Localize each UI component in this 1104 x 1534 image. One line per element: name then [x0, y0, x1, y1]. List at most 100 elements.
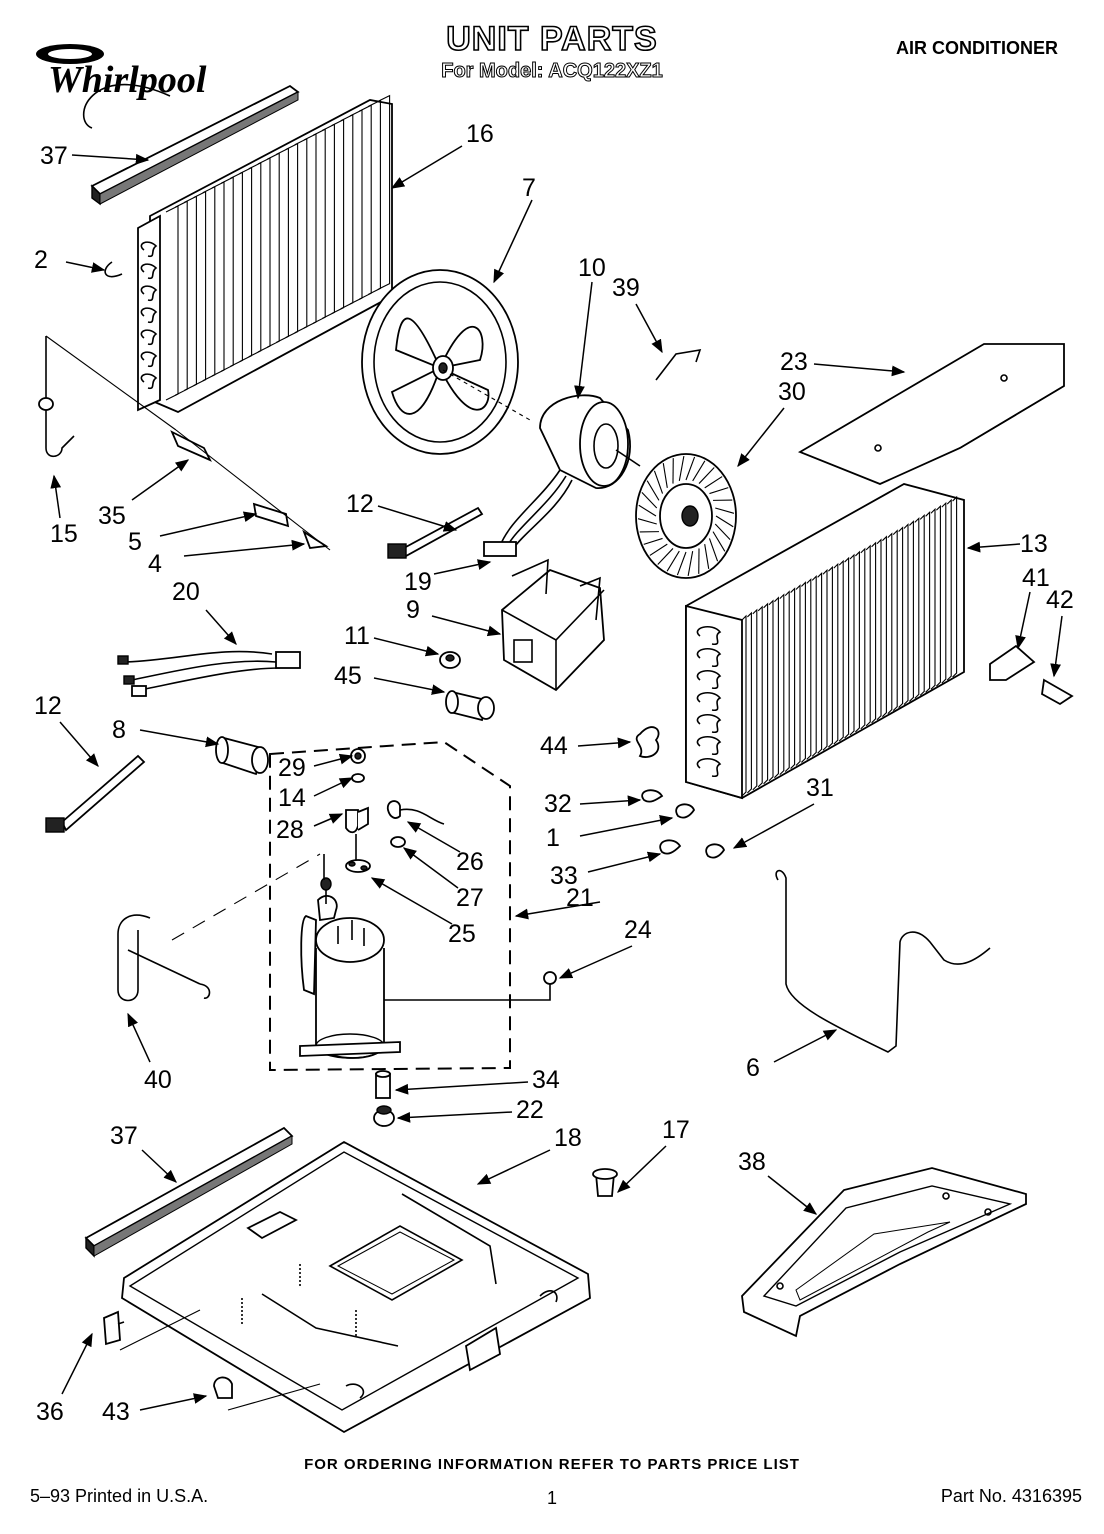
leader-45: [373, 677, 446, 695]
leader-lines: [50, 145, 1063, 1411]
part-15-tube: [38, 335, 177, 458]
callout-5: 5: [128, 528, 142, 556]
leader-30: [737, 407, 785, 468]
part-8-capacitor: [215, 736, 269, 776]
callout-11: 11: [344, 622, 370, 650]
leader-21: [514, 901, 601, 920]
leader-33: [587, 851, 662, 873]
leader-5: [159, 511, 258, 537]
callout-15: 15: [50, 520, 78, 548]
leader-36: [61, 1332, 93, 1395]
part-7-fan: [361, 269, 519, 455]
part-33-clip: [659, 839, 682, 855]
callout-17: 17: [662, 1116, 690, 1144]
callout-31: 31: [806, 774, 834, 802]
part-38-drain-tray: [741, 1167, 1027, 1338]
leader-42: [1050, 615, 1063, 678]
compressor: [299, 854, 557, 1059]
callout-21: 21: [566, 884, 594, 912]
leader-9: [431, 615, 502, 637]
part-11-grommet: [439, 651, 461, 669]
part-30-blower-wheel: [635, 453, 737, 579]
leader-35: [131, 459, 190, 501]
leader-7: [493, 199, 533, 284]
callout-27: 27: [456, 884, 484, 912]
leader-1: [579, 815, 674, 837]
part-10-motor: [483, 394, 641, 557]
callout-13: 13: [1020, 530, 1048, 558]
brand-wordmark: Whirlpool: [48, 59, 207, 101]
part-1-clip: [675, 803, 696, 819]
callout-35: 35: [98, 502, 126, 530]
callout-10: 10: [578, 254, 606, 282]
leader-18: [476, 1149, 551, 1185]
callout-37: 37: [110, 1122, 138, 1150]
leader-37: [141, 1149, 177, 1183]
leader-25: [370, 877, 453, 925]
part-20-harness: [117, 650, 301, 697]
callout-8: 8: [112, 716, 126, 744]
whirlpool-logo: Whirlpool: [36, 44, 207, 129]
part-42-clip: [1041, 678, 1074, 706]
leader-10: [574, 281, 593, 400]
callout-34: 34: [532, 1066, 560, 1094]
callout-12: 12: [34, 692, 62, 720]
part-36-clip: [103, 1309, 201, 1351]
leader-27: [402, 847, 459, 889]
callout-24: 24: [624, 916, 652, 944]
part-23-cover: [797, 343, 1065, 485]
leader-2: [65, 261, 106, 273]
page-title: UNIT PARTS: [445, 19, 658, 59]
leader-44: [577, 737, 632, 749]
leader-34: [394, 1081, 529, 1095]
leader-22: [396, 1111, 513, 1123]
leader-32: [579, 795, 642, 807]
callout-9: 9: [406, 596, 420, 624]
callout-32: 32: [544, 790, 572, 818]
category-label: AIR CONDITIONER: [896, 38, 1058, 58]
leader-41: [1015, 591, 1031, 650]
callout-14: 14: [278, 784, 306, 812]
callout-12: 12: [346, 490, 374, 518]
part-17-grommet: [592, 1168, 618, 1197]
part-6-capillary: [775, 869, 991, 1053]
part-35-fitting: [170, 430, 212, 462]
part-18-base-pan: [121, 1140, 591, 1434]
part-34-sleeve: [375, 1070, 391, 1099]
part-4-fitting: [175, 429, 331, 551]
callout-20: 20: [172, 578, 200, 606]
leader-15: [50, 474, 62, 519]
part-2-clip: [104, 261, 123, 278]
leader-24: [558, 945, 633, 979]
callout-labels: 3716271039233015355412191341422091145128…: [34, 120, 1074, 1426]
part-41-bracket: [989, 644, 1036, 681]
leader-43: [139, 1393, 208, 1411]
leader-40: [127, 1012, 151, 1063]
part-37-rail-top: [90, 84, 300, 206]
part-number: Part No. 4316395: [940, 1486, 1082, 1506]
callout-42: 42: [1046, 586, 1074, 614]
part-13-evaporator: [685, 483, 965, 800]
ordering-note: FOR ORDERING INFORMATION REFER TO PARTS …: [304, 1456, 800, 1473]
callout-28: 28: [276, 816, 304, 844]
part-9-mount: [501, 558, 605, 692]
callout-33: 33: [550, 862, 578, 890]
part-22-grommet: [373, 1105, 395, 1127]
leader-39: [635, 303, 663, 354]
leader-6: [773, 1029, 838, 1063]
callout-2: 2: [34, 246, 48, 274]
callout-4: 4: [148, 550, 162, 578]
callout-29: 29: [278, 754, 306, 782]
printed-note: 5–93 Printed in U.S.A.: [30, 1486, 209, 1506]
leader-37: [71, 153, 150, 165]
part-12-tie-a: [387, 506, 484, 559]
callout-43: 43: [102, 1398, 130, 1426]
leader-29: [313, 753, 354, 767]
leader-38: [767, 1175, 818, 1215]
callout-18: 18: [554, 1124, 582, 1152]
callout-36: 36: [36, 1398, 64, 1426]
leader-11: [373, 637, 440, 657]
callout-16: 16: [466, 120, 494, 148]
part-21-compressor-group: [269, 740, 511, 1072]
